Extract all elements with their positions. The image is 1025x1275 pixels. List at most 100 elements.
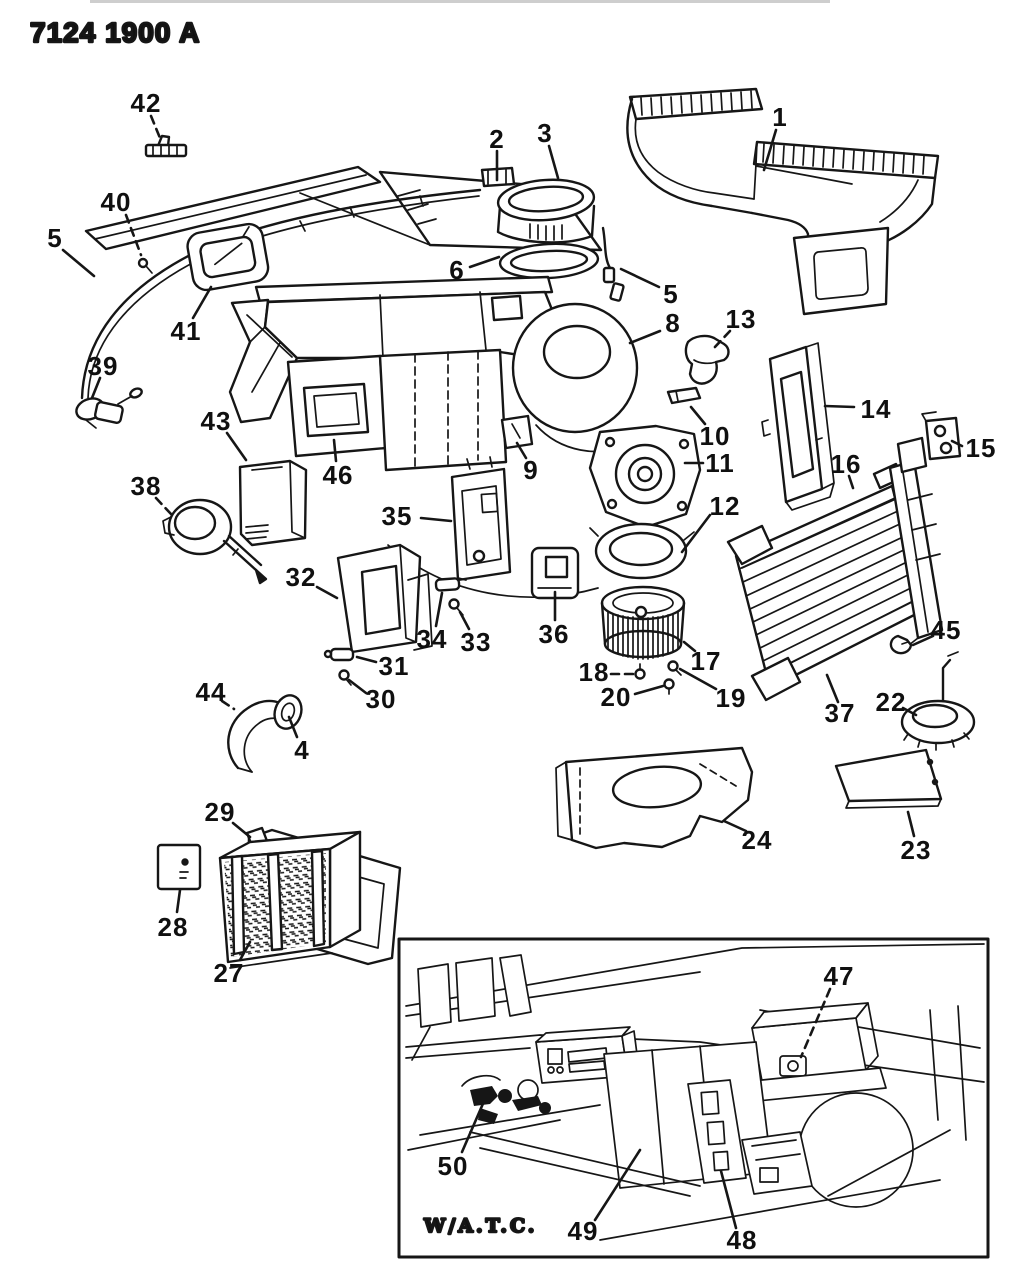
callout-5-right: 5 — [663, 279, 678, 309]
callout-leader-6 — [468, 255, 501, 269]
callout-39: 39 — [88, 351, 119, 381]
callout-leader-1 — [762, 128, 778, 172]
callout-27: 27 — [214, 958, 245, 988]
clip-15 — [921, 411, 962, 461]
callout-leader-4 — [287, 715, 299, 739]
callout-leader-24 — [722, 819, 748, 833]
callout-24: 24 — [742, 825, 773, 855]
mounting-ring-12 — [589, 522, 695, 580]
scan-artifact — [90, 0, 830, 3]
callout-leader-46 — [332, 438, 338, 463]
callout-23: 23 — [901, 835, 932, 865]
duct-adapter-3 — [496, 178, 596, 244]
blower-wheel-17 — [600, 585, 686, 660]
callout-40: 40 — [101, 187, 132, 217]
callout-leader-3 — [547, 144, 560, 180]
callout-leader-19 — [678, 667, 718, 691]
callout-6: 6 — [449, 255, 464, 285]
callout-leader-30 — [347, 678, 368, 695]
callout-3: 3 — [537, 118, 552, 148]
mode-door-32 — [336, 543, 433, 654]
air-distribution-duct-1 — [626, 87, 940, 316]
callout-leader-38 — [154, 496, 173, 516]
callout-leader-35 — [419, 516, 453, 523]
callout-45: 45 — [931, 615, 962, 645]
screw-18 — [634, 663, 646, 680]
callout-30: 30 — [366, 684, 397, 714]
callout-leader-40 — [124, 213, 143, 257]
inset-caption: W/A.T.C. — [423, 1215, 537, 1237]
callout-leader-43 — [225, 431, 248, 462]
hose-elbow-44 — [227, 694, 303, 773]
callout-9: 9 — [523, 455, 538, 485]
callout-leader-9 — [515, 441, 528, 460]
callout-48: 48 — [727, 1225, 758, 1255]
callout-leader-17 — [682, 640, 697, 653]
evap-core-27 — [218, 830, 362, 969]
callout-47: 47 — [824, 961, 855, 991]
callout-leader-23 — [906, 810, 916, 838]
callout-34: 34 — [417, 624, 448, 654]
callout-1: 1 — [772, 102, 787, 132]
motor-mount-11 — [588, 424, 702, 529]
screw-30 — [338, 669, 352, 686]
callout-36: 36 — [539, 619, 570, 649]
lower-cover-24 — [555, 746, 754, 850]
callout-10: 10 — [700, 421, 731, 451]
callout-28: 28 — [158, 912, 189, 942]
callout-leader-33 — [458, 610, 471, 631]
clip-42 — [144, 134, 188, 158]
callout-46: 46 — [323, 460, 354, 490]
callout-15: 15 — [966, 433, 997, 463]
callout-leader-32 — [315, 585, 339, 600]
callout-leader-34 — [434, 591, 444, 628]
pin-31 — [323, 647, 355, 662]
callout-leader-12 — [680, 513, 712, 554]
callout-leader-37 — [825, 673, 840, 704]
clip-10 — [666, 386, 702, 405]
pad-23 — [834, 748, 943, 809]
callout-50: 50 — [438, 1151, 469, 1181]
callout-2: 2 — [489, 124, 504, 154]
callout-11: 11 — [705, 448, 735, 478]
callout-49: 49 — [568, 1216, 599, 1246]
callout-leader-49 — [593, 1148, 642, 1222]
callout-leader-16 — [847, 474, 855, 490]
callout-leader-44 — [220, 699, 236, 711]
callout-leader-39 — [90, 376, 102, 400]
callout-leader-15 — [950, 439, 964, 448]
callout-14: 14 — [861, 394, 892, 424]
callout-17: 17 — [691, 646, 722, 676]
drain-grommet-22 — [900, 651, 976, 751]
callout-35: 35 — [382, 501, 413, 531]
core-bracket — [888, 436, 944, 653]
callout-33: 33 — [461, 627, 492, 657]
callout-8: 8 — [665, 308, 680, 338]
callout-leader-47 — [799, 987, 832, 1059]
callout-leader-42 — [149, 114, 162, 140]
callout-leader-22 — [901, 706, 918, 717]
callout-5-left: 5 — [47, 223, 62, 253]
grommet-36 — [530, 546, 580, 600]
callout-12: 12 — [710, 491, 741, 521]
callout-4: 4 — [294, 735, 309, 765]
inset-box: W/A.T.C. — [397, 937, 990, 1259]
callout-38: 38 — [131, 471, 162, 501]
callout-20: 20 — [601, 682, 632, 712]
callout-16: 16 — [831, 449, 862, 479]
callout-37: 37 — [825, 698, 856, 728]
screw-20 — [663, 678, 675, 695]
callout-18: 18 — [579, 657, 610, 687]
callout-29: 29 — [205, 797, 236, 827]
callout-43: 43 — [201, 406, 232, 436]
callout-leader-29 — [231, 821, 252, 839]
drawing-number: 7124 1900 A — [30, 17, 200, 48]
callout-leader-41 — [191, 285, 213, 320]
callout-leader-10 — [689, 405, 707, 426]
defroster-outlet-41 — [186, 222, 270, 292]
callout-leader-45 — [911, 634, 935, 647]
callout-leader-5-right — [619, 267, 661, 289]
